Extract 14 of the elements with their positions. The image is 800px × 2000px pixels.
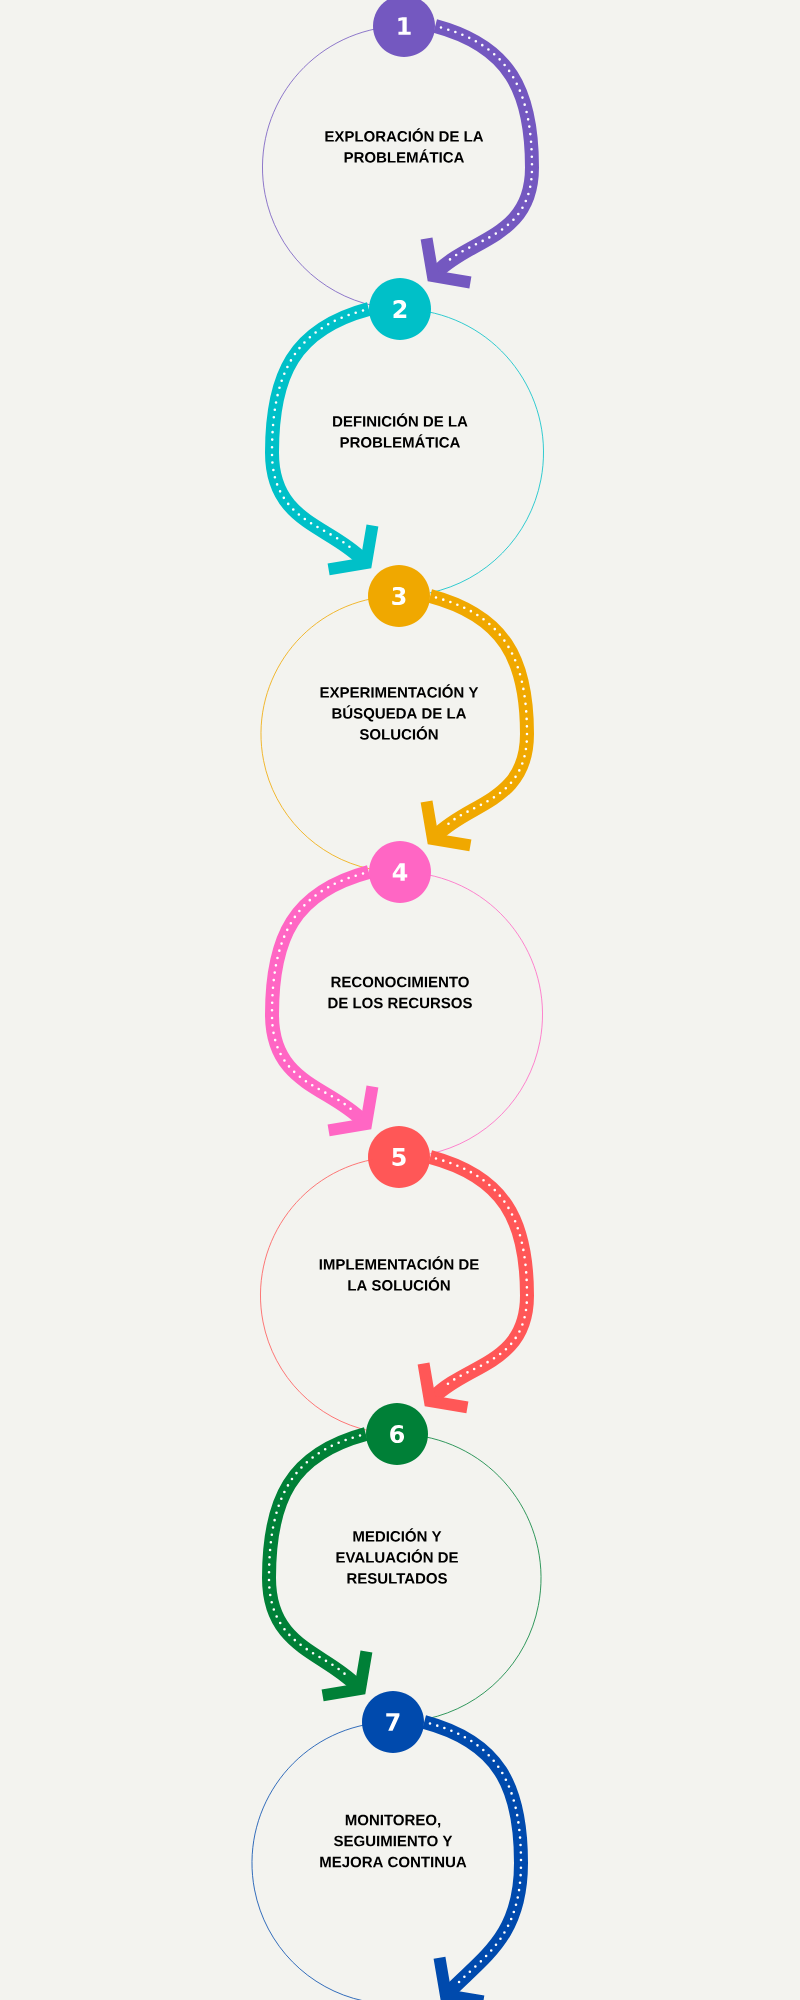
curved-arrow — [262, 1427, 373, 1702]
curved-arrow — [417, 1150, 534, 1414]
curved-arrow — [265, 865, 379, 1137]
step-label: MONITOREO, SEGUIMIENTO Y MEJORA CONTINUA — [320, 1814, 467, 1868]
curved-arrow — [265, 302, 379, 576]
step-label: DEFINICIÓN DE LA PROBLEMÁTICA — [333, 413, 468, 448]
curved-arrow — [420, 19, 539, 289]
step-label: EXPERIMENTACIÓN Y BÚSQUEDA DE LA SOLUCIÓN — [320, 684, 479, 740]
curved-arrow — [420, 589, 534, 852]
step-label: RECONOCIMIENTO DE LOS RECURSOS — [328, 976, 472, 1009]
step-label: MEDICIÓN Y EVALUACIÓN DE RESULTADOS — [336, 1528, 458, 1584]
step-label: EXPLORACIÓN DE LA PROBLEMÁTICA — [325, 128, 484, 163]
curved-arrow — [422, 1715, 528, 2000]
step-label: IMPLEMENTACIÓN DE LA SOLUCIÓN — [319, 1256, 479, 1291]
